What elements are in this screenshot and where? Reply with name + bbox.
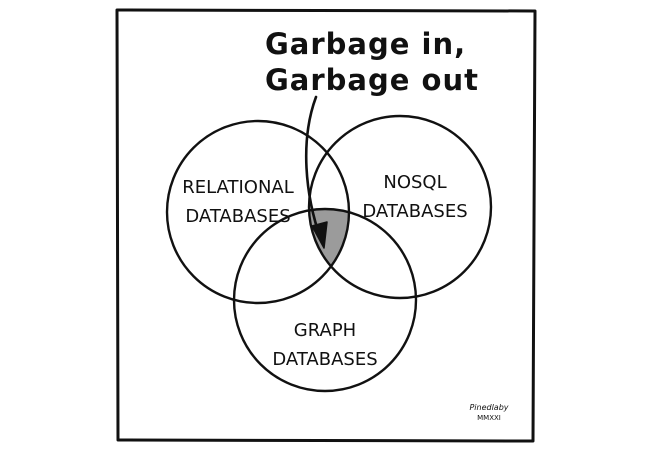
pointer-arrow-head	[311, 221, 328, 249]
headline-line-1: Garbage in,	[265, 27, 466, 61]
circle-graph	[232, 207, 418, 393]
label-graph-line-2: DATABASES	[272, 349, 377, 370]
label-relational-line-2: DATABASES	[185, 206, 290, 227]
signature-line-2: MMXXI	[477, 414, 501, 422]
label-nosql-line-1: NOSQL	[383, 172, 446, 193]
artist-signature: Pinedlaby MMXXI	[469, 403, 508, 422]
label-nosql-line-2: DATABASES	[362, 201, 467, 222]
headline-line-2: Garbage out	[265, 63, 479, 97]
label-graph-line-1: GRAPH	[294, 320, 356, 341]
pointer-arrow-shaft	[304, 95, 323, 242]
signature-line-1: Pinedlaby	[469, 403, 508, 412]
panel-frame	[115, 8, 537, 443]
label-relational-line-1: RELATIONAL	[182, 177, 294, 198]
circle-nosql	[307, 114, 493, 300]
